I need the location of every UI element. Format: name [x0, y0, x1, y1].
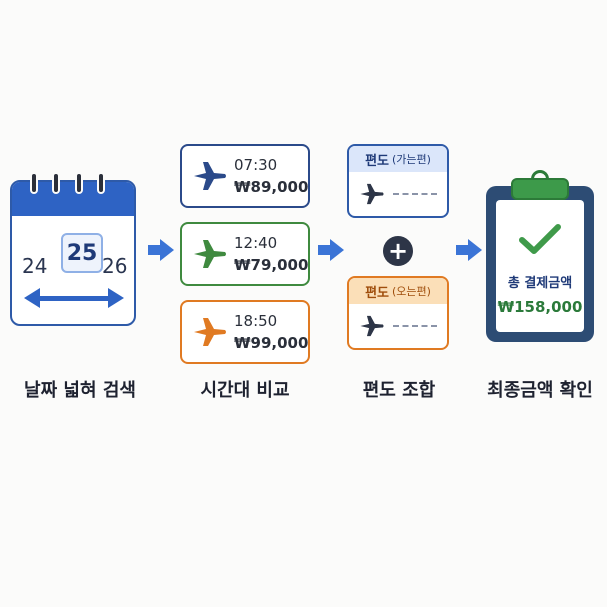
arrow-left-icon: [24, 288, 40, 308]
outbound-leg-card: 편도 (가는편): [347, 144, 449, 218]
calendar-ring: [75, 172, 83, 194]
step-arrow-icon: [318, 239, 344, 261]
return-leg-card: 편도 (오는편): [347, 276, 449, 350]
calendar-ring: [97, 172, 105, 194]
clipboard-clip: [511, 178, 569, 200]
total-payment-value: ₩158,000: [497, 298, 583, 316]
arrow-right-icon: [108, 288, 124, 308]
flight-time: 12:40: [234, 234, 278, 252]
flight-option-card: 12:40 ₩79,000: [180, 222, 310, 286]
step-label-oneway-combo: 편도 조합: [362, 380, 436, 401]
date-range-arrow-line: [36, 296, 110, 301]
calendar-ring: [52, 172, 60, 194]
leg-title: 편도: [365, 153, 389, 169]
flight-option-card: 07:30 ₩89,000: [180, 144, 310, 208]
route-dashes: [393, 193, 437, 195]
airplane-icon: [194, 318, 226, 346]
leg-header: 편도 (가는편): [349, 146, 447, 172]
calendar-day-next: 26: [102, 254, 128, 278]
step-arrow-icon: [148, 239, 174, 261]
flight-price: ₩79,000: [234, 256, 309, 274]
calendar-card: 24 25 26: [10, 180, 136, 326]
clipboard-paper: [496, 200, 584, 332]
step-label-final-price: 최종금액 확인: [487, 380, 593, 401]
leg-header: 편도 (오는편): [349, 278, 447, 304]
flight-option-card: 18:50 ₩99,000: [180, 300, 310, 364]
flight-price: ₩99,000: [234, 334, 309, 352]
step-arrow-icon: [456, 239, 482, 261]
leg-title: 편도: [365, 285, 389, 301]
airplane-icon: [194, 162, 226, 190]
flight-time: 07:30: [234, 156, 278, 174]
checkmark-icon: [519, 224, 561, 254]
total-payment-label: 총 결제금액: [507, 276, 573, 291]
airplane-icon: [360, 315, 384, 337]
route-dashes: [393, 325, 437, 327]
calendar-day-prev: 24: [22, 254, 48, 278]
airplane-icon: [360, 183, 384, 205]
calendar-day-selected: 25: [61, 233, 103, 273]
plus-icon: +: [383, 236, 413, 266]
calendar-ring: [30, 172, 38, 194]
leg-subtitle: (오는편): [391, 285, 431, 298]
flight-time: 18:50: [234, 312, 278, 330]
airplane-icon: [194, 240, 226, 268]
step-label-date-search: 날짜 넓혀 검색: [24, 380, 136, 401]
flight-price: ₩89,000: [234, 178, 309, 196]
step-label-time-compare: 시간대 비교: [200, 380, 290, 401]
leg-subtitle: (가는편): [391, 153, 431, 166]
